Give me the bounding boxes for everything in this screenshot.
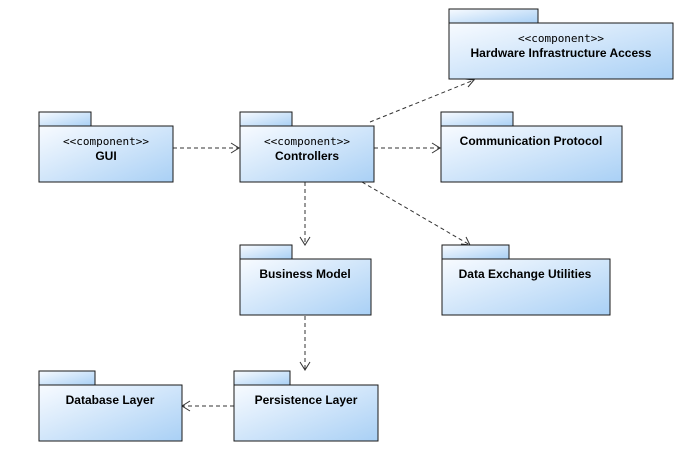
package-gui-name: GUI	[95, 149, 116, 163]
package-controllers-stereotype: <<component>>	[264, 135, 350, 148]
package-data-exchange-name: Data Exchange Utilities	[459, 267, 592, 281]
package-controllers-name: Controllers	[275, 149, 339, 163]
dependency-gui-to-controllers	[173, 142, 240, 154]
package-communication-protocol[interactable]: Communication Protocol	[440, 111, 623, 183]
dependency-persistence-to-database	[181, 400, 234, 412]
package-database-name: Database Layer	[66, 393, 155, 407]
package-communication-name: Communication Protocol	[460, 134, 603, 148]
package-business-model[interactable]: Business Model	[239, 244, 372, 316]
package-persistence-name: Persistence Layer	[255, 393, 358, 407]
package-hardware-infrastructure-access[interactable]: <<component>> Hardware Infrastructure Ac…	[448, 8, 674, 80]
dependency-controllers-to-communication	[374, 142, 441, 154]
package-controllers[interactable]: <<component>> Controllers	[239, 111, 375, 183]
package-persistence-layer[interactable]: Persistence Layer	[233, 370, 379, 442]
package-data-exchange-utilities[interactable]: Data Exchange Utilities	[441, 244, 611, 316]
package-hardware-stereotype: <<component>>	[518, 32, 604, 45]
dependency-business-to-persistence	[299, 316, 311, 371]
dependency-controllers-to-data-exchange	[361, 181, 471, 246]
package-gui[interactable]: <<component>> GUI	[38, 111, 174, 183]
package-gui-stereotype: <<component>>	[63, 135, 149, 148]
dependency-controllers-to-business	[299, 182, 311, 246]
package-database-layer[interactable]: Database Layer	[38, 370, 183, 442]
package-business-name: Business Model	[259, 267, 350, 281]
package-hardware-name: Hardware Infrastructure Access	[471, 46, 652, 60]
